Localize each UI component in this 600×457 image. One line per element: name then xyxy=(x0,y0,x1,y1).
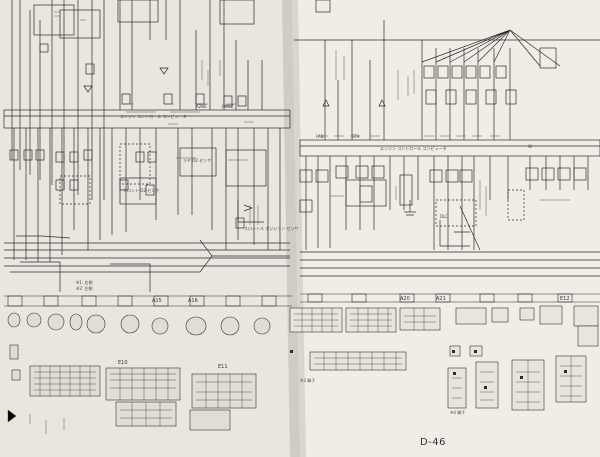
signal-label: STA xyxy=(352,134,360,139)
right-top-wiring xyxy=(294,0,600,277)
caption-right: ※3 端子 xyxy=(300,378,316,383)
dlc-label: DLC xyxy=(440,214,449,219)
right-page-text-marks xyxy=(318,50,590,216)
connector-id: E12 xyxy=(560,296,570,302)
ecu-label-left: エンジン コントロール コンピュータ xyxy=(120,114,187,119)
right-pin-dots xyxy=(290,350,567,389)
connector-id: A21 xyxy=(436,296,446,302)
right-connector-strip xyxy=(300,293,600,303)
left-connector-shapes xyxy=(7,312,271,431)
caption-left: ※2: 左側 xyxy=(76,286,93,291)
right-page xyxy=(292,0,600,457)
signal-label: A2NE xyxy=(196,104,207,109)
caption-left: ※1: 右側 xyxy=(76,280,93,285)
page-number: D-46 xyxy=(420,437,447,448)
connector-id: A15 xyxy=(152,298,162,304)
left-page xyxy=(0,0,300,457)
left-connector-pins xyxy=(7,366,252,434)
ecu-label-right: エンジン コントロール コンピュータ xyxy=(380,146,447,151)
caption-right: ※4 端子 xyxy=(450,410,466,415)
sensor-label: フロント O2 センサ xyxy=(123,188,160,193)
right-connector-pins xyxy=(294,308,582,410)
connector-id: A20 xyxy=(400,296,410,302)
connector-id: E10 xyxy=(118,360,128,366)
connector-id: E11 xyxy=(218,364,228,370)
sensor-label: リヤ O2 センサ xyxy=(183,158,212,163)
signal-label: FAN xyxy=(316,134,324,139)
left-top-wiring xyxy=(3,0,291,292)
left-connector-strip xyxy=(4,295,292,307)
signal-label: HOSZ xyxy=(222,104,234,109)
left-page-text-marks xyxy=(54,11,259,225)
connector-id: A16 xyxy=(188,298,198,304)
signal-label: W xyxy=(528,144,532,149)
sensor-label: スロットル ポジション センサ xyxy=(244,226,299,231)
